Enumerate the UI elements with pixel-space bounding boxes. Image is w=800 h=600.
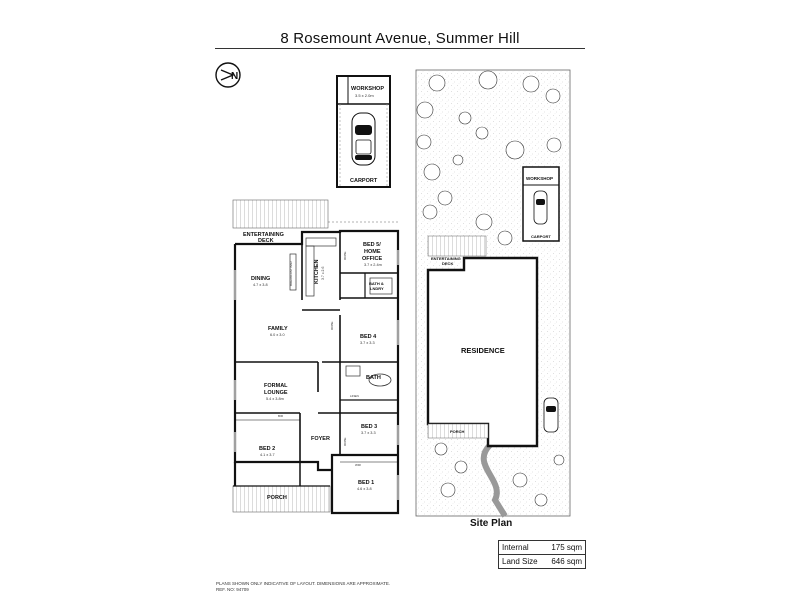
kitchen-label: KITCHEN	[314, 260, 320, 284]
bed3-dims: 3.7 x 3.3	[361, 431, 376, 435]
site-deck-label-2: DECK	[442, 261, 453, 266]
site-carport-label: CARPORT	[531, 234, 551, 239]
bed5-dims: 3.7 x 2.4m	[364, 263, 382, 267]
kitchen-dims: 3.7 x 2.6	[321, 267, 325, 280]
family-dims: 6.0 x 3.0	[270, 333, 285, 337]
robe-label: ROBE	[330, 321, 334, 330]
robe-label: ROBE	[343, 251, 347, 260]
area-label: Land Size	[502, 557, 538, 566]
bed3-label: BED 3	[361, 424, 377, 430]
bath-label: BATH	[366, 375, 381, 381]
bed5-label-2: HOME	[364, 249, 381, 255]
entertaining-deck-label-2: DECK	[258, 238, 274, 244]
title-underline	[215, 48, 585, 49]
site-workshop-label: WORKSHOP	[526, 176, 553, 181]
entertaining-deck-label: ENTERTAINING	[243, 232, 284, 238]
dining-label: DINING	[251, 276, 270, 282]
formal-lounge-label-2: LOUNGE	[264, 390, 288, 396]
carport-label: CARPORT	[350, 178, 378, 184]
area-row-internal: Internal 175 sqm	[499, 541, 585, 554]
reference-number: Ref. No: 94709	[216, 587, 249, 592]
bed1-label: BED 1	[358, 480, 374, 486]
robe-label: ROBE	[343, 437, 347, 446]
linen-label: LINEN	[350, 394, 359, 398]
porch-label: PORCH	[267, 495, 287, 501]
driveway-car-icon	[543, 397, 559, 433]
breakfast-bar-label: BREAKFAST BAR	[289, 261, 293, 286]
disclaimer-line: Plans shown only indicative of layout. D…	[216, 581, 391, 586]
area-row-land: Land Size 646 sqm	[499, 554, 585, 568]
formal-lounge-label: FORMAL	[264, 383, 288, 389]
bed2-label: BED 2	[259, 446, 275, 452]
area-summary-table: Internal 175 sqm Land Size 646 sqm	[498, 540, 586, 569]
site-porch-label: PORCH	[450, 429, 465, 434]
site-plan-caption: Site Plan	[470, 518, 513, 529]
bed5-label-3: OFFICE	[362, 256, 382, 262]
site-deck-label: ENTERTAINING	[431, 256, 461, 261]
bir-label: BIR	[278, 414, 284, 418]
bed2-dims: 4.1 x 3.7	[260, 453, 275, 457]
area-value: 175 sqm	[551, 543, 582, 552]
site-car-icon	[533, 190, 548, 225]
bed4-label: BED 4	[360, 334, 377, 340]
workshop-label: WORKSHOP	[351, 86, 384, 92]
family-label: FAMILY	[268, 326, 288, 332]
residence-label: RESIDENCE	[461, 346, 505, 355]
wir-label: WIR	[355, 463, 362, 467]
property-address-title: 8 Rosemount Avenue, Summer Hill	[280, 30, 520, 47]
house-floor-plan: ENTERTAINING DECK BED 5/ HOME OFFICE 3.7…	[232, 199, 400, 515]
dining-dims: 4.7 x 3.8	[253, 283, 268, 287]
compass-north-label: N	[231, 71, 238, 82]
workshop-carport-block: WORKSHOP 3.5 x 2.0m CARPORT	[336, 75, 391, 188]
area-label: Internal	[502, 543, 529, 552]
foyer-label: FOYER	[311, 436, 330, 442]
site-plan: WORKSHOP CARPORT ENTERTAINING DECK RESID…	[415, 69, 571, 518]
workshop-dims: 3.5 x 2.0m	[355, 93, 374, 98]
bath-laundry-label: BATH &	[369, 281, 384, 286]
compass-icon: N	[215, 62, 241, 88]
bed4-dims: 3.7 x 3.3	[360, 341, 375, 345]
bath-laundry-label-2: LNDRY	[370, 286, 384, 291]
bed1-dims: 4.6 x 3.8	[357, 487, 372, 491]
bed5-label: BED 5/	[363, 242, 381, 248]
car-icon	[351, 112, 376, 166]
disclaimer-text: Plans shown only indicative of layout. D…	[216, 581, 390, 593]
area-value: 646 sqm	[551, 557, 582, 566]
formal-lounge-dims: 5.4 x 3.8m	[266, 397, 284, 401]
